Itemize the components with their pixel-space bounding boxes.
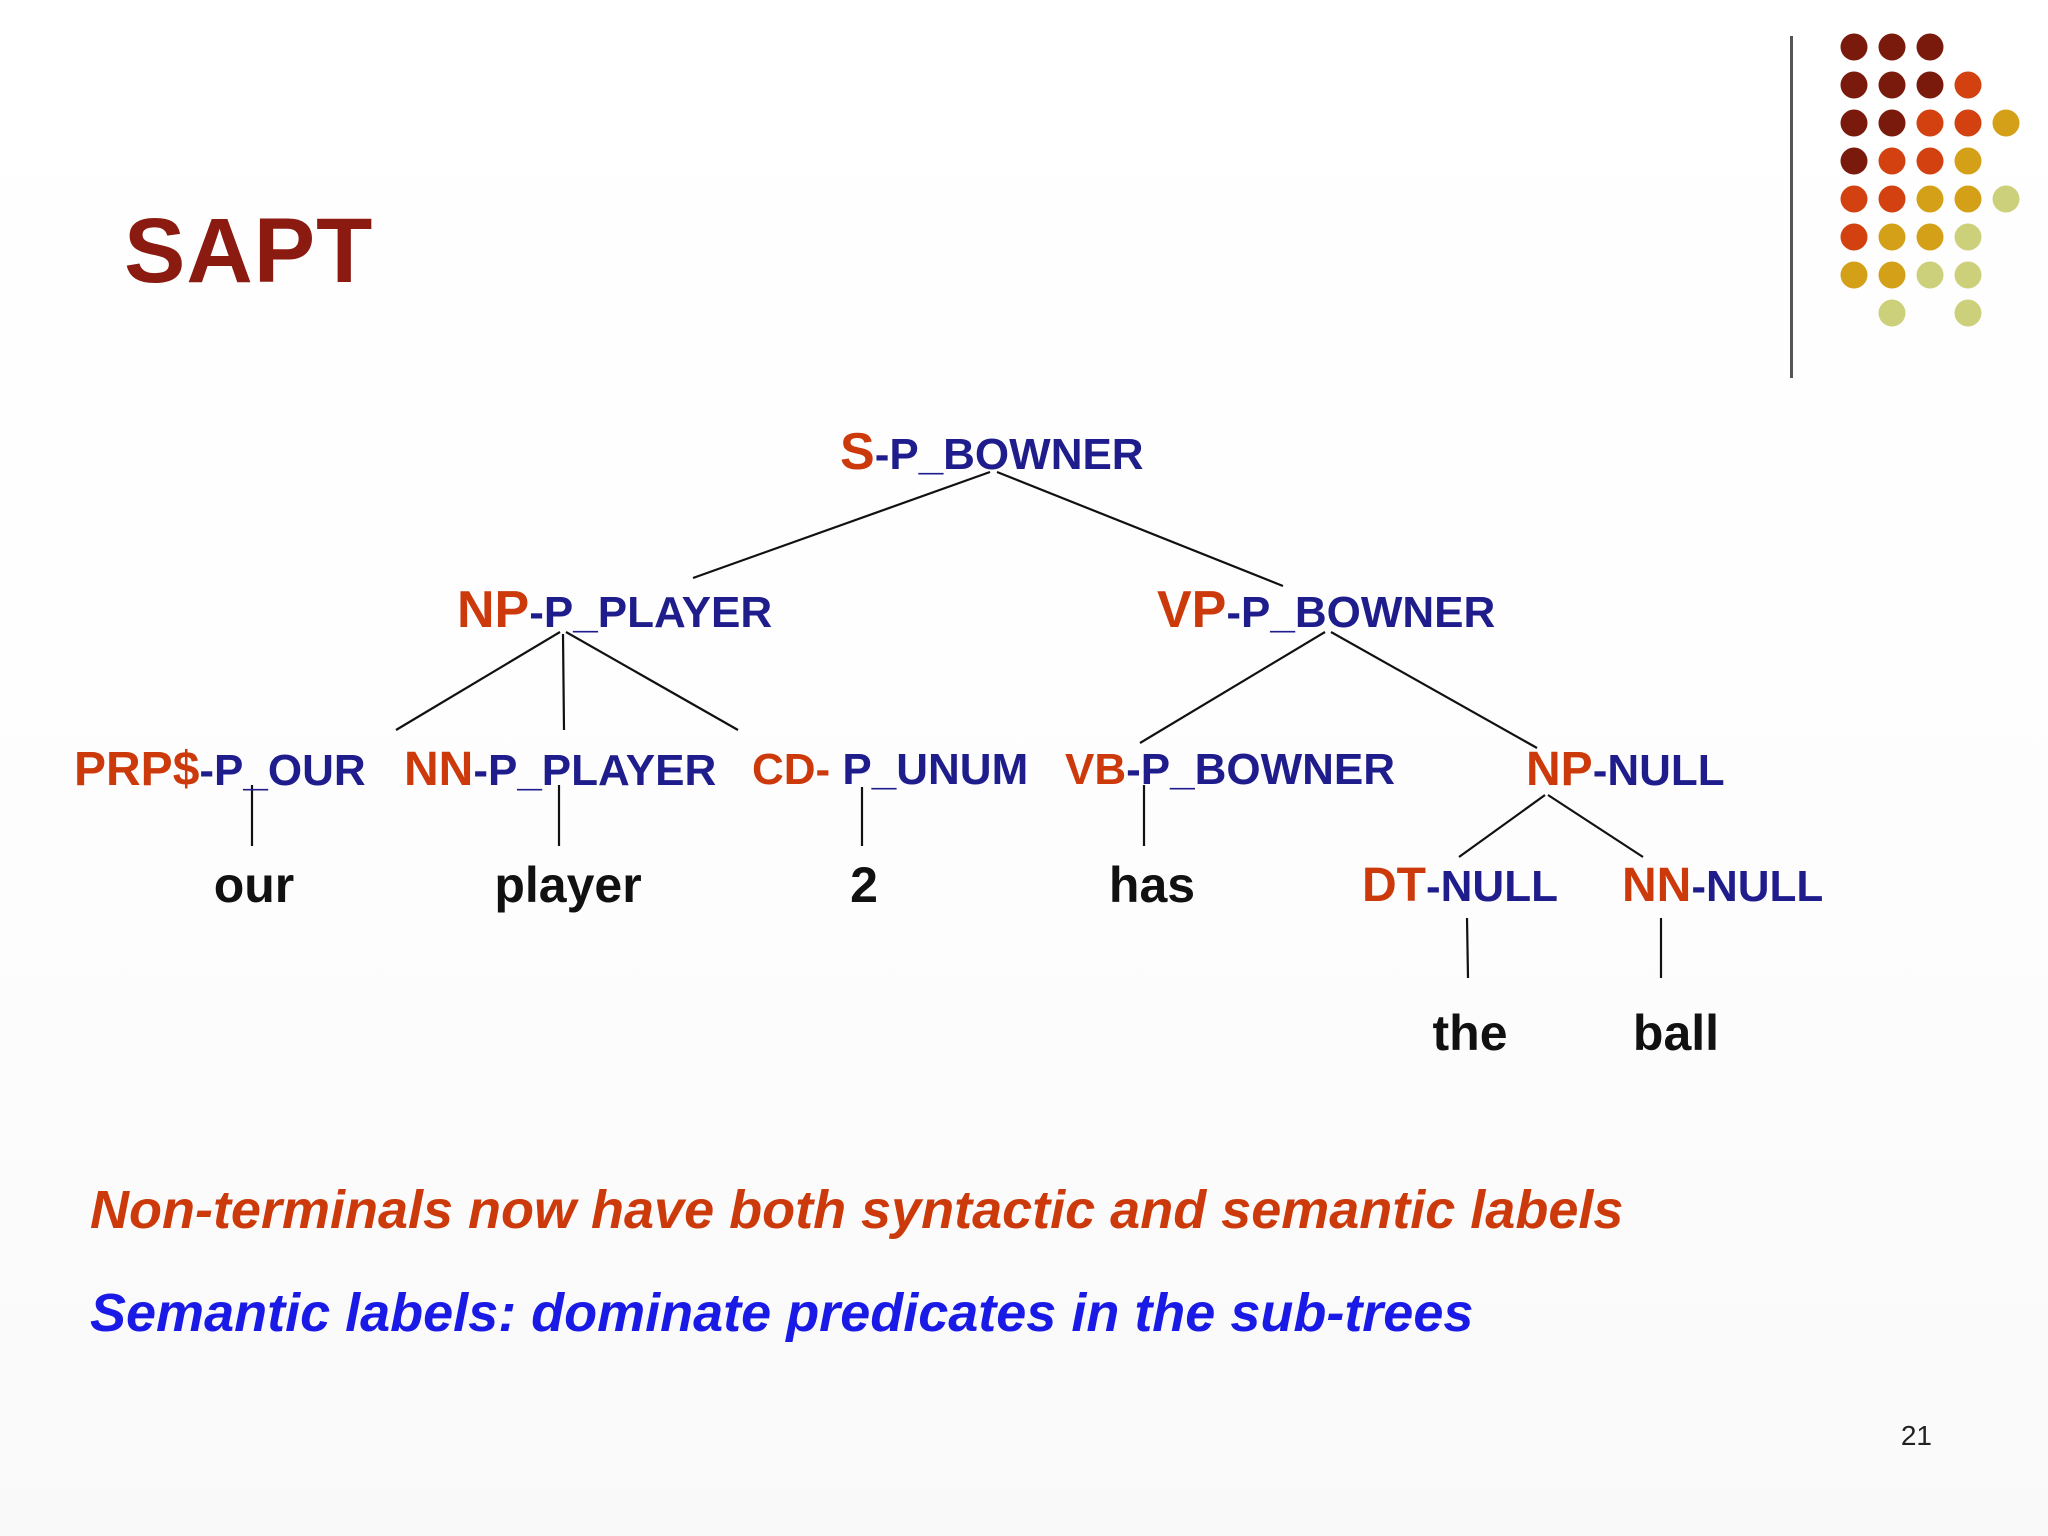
edge-vp-vb: [1139, 631, 1326, 744]
edge-np-nn2: [1547, 794, 1644, 858]
edge-np-dt: [1458, 794, 1546, 858]
node-vp-syntactic: VP: [1157, 581, 1227, 639]
note-semantic-labels: Semantic labels: dominate predicates in …: [90, 1283, 1474, 1343]
node-nn-null-syntactic: NN: [1622, 859, 1692, 912]
node-vp-bowner: VP-P_BOWNER: [1157, 584, 1495, 636]
node-s: S-P_BOWNER: [840, 426, 1144, 478]
word-has: has: [1108, 857, 1196, 913]
node-prp: PRP$-P_OUR: [74, 746, 366, 794]
node-np-player: NP-P_PLAYER: [457, 584, 772, 636]
node-vp-semantic: -P_BOWNER: [1226, 588, 1496, 637]
slide-title: SAPT: [124, 200, 374, 302]
node-np-null: NP-NULL: [1526, 746, 1725, 794]
node-nn-player: NN-P_PLAYER: [404, 746, 716, 794]
node-nn-null-semantic: -NULL: [1691, 862, 1824, 911]
parse-tree: S-P_BOWNER NP-P_PLAYER VP-P_BOWNER PRP$-…: [74, 426, 1823, 1061]
node-nn-semantic: -P_PLAYER: [473, 746, 717, 795]
node-np-syntactic: NP: [457, 581, 530, 639]
edge-dt-the: [1465, 917, 1470, 979]
node-dt-syntactic: DT: [1362, 859, 1426, 912]
edge-vp-np: [1330, 631, 1538, 749]
node-cd-semantic: P_UNUM: [830, 745, 1029, 794]
node-np-semantic: -P_PLAYER: [529, 588, 773, 637]
node-np-null-syntactic: NP: [1526, 743, 1593, 796]
node-np-null-semantic: -NULL: [1592, 746, 1725, 795]
word-2: 2: [850, 857, 878, 913]
node-cd-syntactic: CD-: [752, 745, 831, 794]
node-vb-syntactic: VB: [1065, 745, 1127, 794]
node-prp-semantic: -P_OUR: [199, 746, 366, 795]
node-dt: DT-NULL: [1362, 862, 1558, 910]
note-syntactic-semantic: Non-terminals now have both syntactic an…: [90, 1180, 1624, 1240]
node-s-semantic: -P_BOWNER: [874, 430, 1144, 479]
word-the: the: [1432, 1005, 1508, 1061]
page-number: 21: [1900, 1420, 1932, 1451]
edge-np-nn: [561, 633, 566, 731]
node-s-syntactic: S: [840, 423, 875, 481]
node-vb-semantic: -P_BOWNER: [1126, 745, 1396, 794]
node-vb: VB-P_BOWNER: [1065, 748, 1395, 792]
node-cd: CD- P_UNUM: [752, 748, 1028, 792]
node-dt-semantic: -NULL: [1425, 862, 1558, 911]
node-prp-syntactic: PRP$: [74, 743, 200, 796]
edge-s-vp: [996, 470, 1284, 588]
word-our: our: [213, 857, 295, 913]
edge-np-prp: [395, 631, 561, 731]
tree-edges: [250, 470, 1663, 979]
node-nn-syntactic: NN: [404, 743, 474, 796]
decorative-vertical-line: [1790, 36, 1793, 378]
word-player: player: [494, 857, 642, 913]
edge-s-np: [692, 470, 991, 580]
edge-np-cd: [565, 631, 739, 731]
node-nn-null: NN-NULL: [1622, 862, 1823, 910]
word-ball: ball: [1632, 1005, 1720, 1061]
